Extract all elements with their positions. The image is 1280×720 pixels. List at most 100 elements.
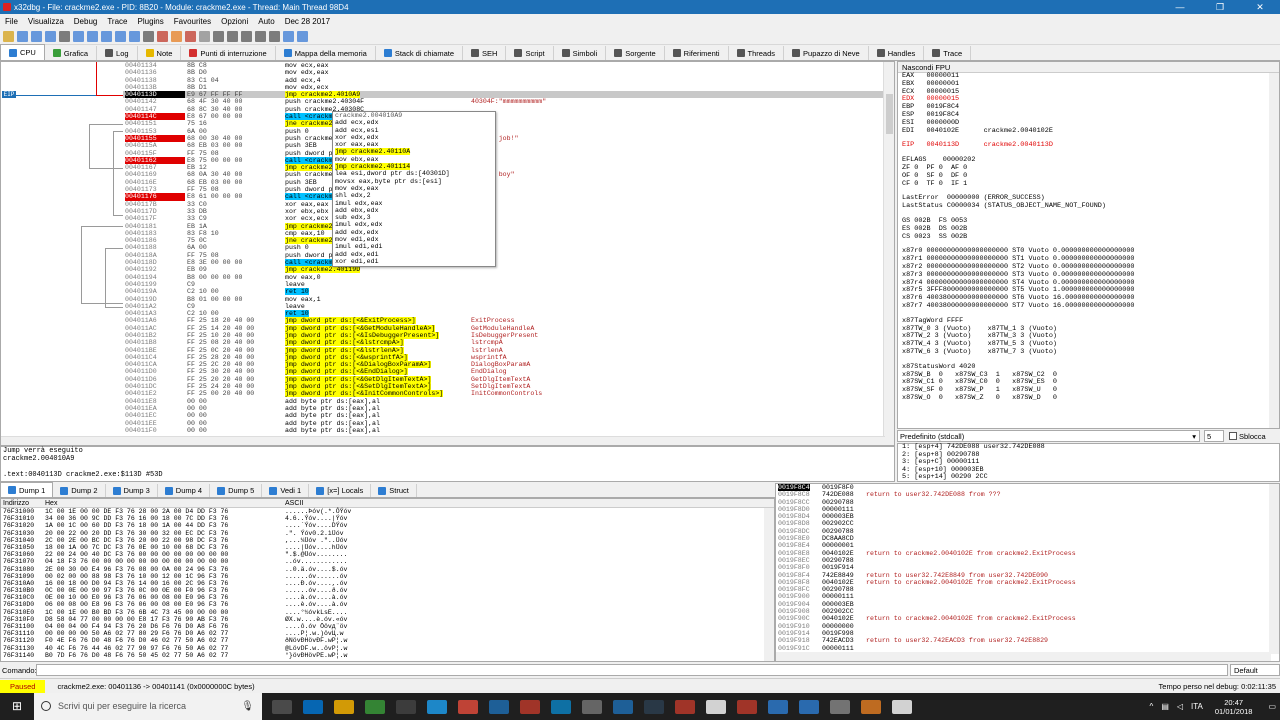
res-icon[interactable] [519,699,540,714]
restart-icon[interactable] [17,30,28,42]
search-icon[interactable] [283,30,294,42]
clock[interactable]: 20:47 01/01/2018 [1207,698,1265,716]
menu-item-3[interactable]: Trace [107,16,128,26]
register-line[interactable]: EIP 0040113D crackme2.0040113D [902,141,1053,150]
minecraft-icon[interactable] [364,699,385,714]
register-line[interactable]: x87r3 00000000000000000000 ST3 Vuoto 0.0… [902,270,1135,279]
register-line[interactable]: x87r4 00000000000000000000 ST4 Vuoto 0.0… [902,278,1135,287]
stack-scrollbar[interactable] [1269,484,1279,654]
origin-icon[interactable] [457,699,478,714]
dump-col-ascii[interactable]: ASCII [285,500,304,507]
register-line[interactable]: LastError 00000000 (ERROR_SUCCESS) [902,194,1045,203]
register-line[interactable]: EDI 0040102E crackme2.0040102E [902,126,1053,135]
menu-item-8[interactable]: Dec 28 2017 [284,16,331,26]
register-line[interactable]: GS 002B FS 0053 [902,216,968,225]
register-line[interactable]: x87SW_B 0 x87SW_C3 1 x87SW_C2 0 [902,370,1057,379]
open-icon[interactable] [3,30,14,42]
register-line[interactable]: x87r6 40038000000000000000 ST6 Vuoto 16.… [902,294,1135,303]
execute-till-return-icon[interactable] [129,30,140,42]
menu-item-5[interactable]: Favourites [173,16,212,26]
register-line[interactable]: x87SW_O 0 x87SW_Z 0 x87SW_D 0 [902,393,1057,402]
trace-into-icon[interactable] [101,30,112,42]
menu-item-1[interactable]: Visualizza [27,16,64,26]
register-line[interactable]: x87r7 40038000000000000000 ST7 Vuoto 16.… [902,301,1135,310]
tab-trace[interactable]: Trace [924,46,972,60]
register-line[interactable]: CS 0023 SS 002B [902,232,968,241]
pause-icon[interactable] [59,30,70,42]
register-line[interactable]: ES 002B DS 002B [902,224,968,233]
dump-tab-4[interactable]: Dump 5 [210,484,263,497]
menu-item-6[interactable]: Opzioni [221,16,249,26]
photos-icon[interactable] [705,699,726,714]
register-line[interactable]: CF 0 TF 0 IF 1 [902,179,968,188]
register-line[interactable]: EDX 00000015 [902,95,960,104]
mail-icon[interactable] [581,699,602,714]
tray-chevron-icon[interactable]: ^ [1149,702,1154,711]
breakpoint-toggle-icon[interactable] [157,30,168,42]
word-icon[interactable] [767,699,788,714]
cpu-vertical-scrollbar[interactable] [883,62,894,445]
menu-item-0[interactable]: File [5,16,18,26]
tab-punti-di-interruzione[interactable]: Punti di interruzione [181,46,276,60]
menu-item-2[interactable]: Debug [73,16,98,26]
tab-stack-di-chiamate[interactable]: Stack di chiamate [376,46,464,60]
dump-scrollbar[interactable] [764,508,774,661]
dump-tab-3[interactable]: Dump 4 [158,484,211,497]
tab-cpu[interactable]: CPU [0,44,45,60]
register-line[interactable]: x87TW_0 3 (Vuoto) x87TW_1 3 (Vuoto) [902,324,1057,333]
vlc-icon[interactable] [860,699,881,714]
unlock-checkbox[interactable] [1229,432,1237,440]
tab-script[interactable]: Script [506,46,554,60]
register-line[interactable]: x87TW_6 3 (Vuoto) x87TW_7 3 (Vuoto) [902,347,1057,356]
register-line[interactable]: x87SW_C1 0 x87SW_C0 0 x87SW_ES 0 [902,378,1057,387]
tab-log[interactable]: Log [97,46,138,60]
volume-icon[interactable]: ◁ [1176,702,1184,711]
edge-icon[interactable] [302,699,323,714]
monitor-icon[interactable] [891,699,912,714]
cpu-horizontal-scrollbar[interactable] [1,436,885,445]
